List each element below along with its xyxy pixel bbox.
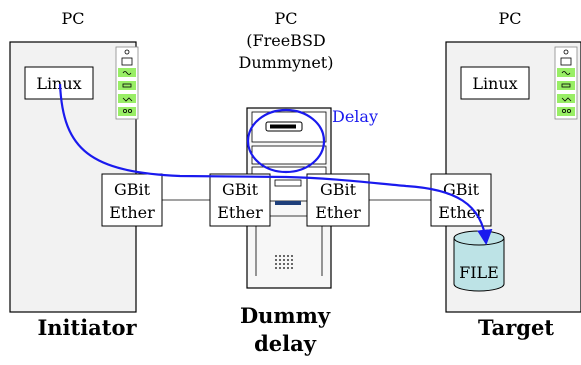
- nic-initiator: GBit Ether: [101, 173, 163, 227]
- dummy-label-line1: Dummy: [240, 303, 331, 328]
- pc-label-dummy-os: (FreeBSD: [246, 31, 325, 50]
- dummy-label-line2: delay: [254, 331, 317, 356]
- pc-label-dummy-software: Dummynet): [239, 53, 334, 72]
- power-led-icon: [275, 201, 301, 205]
- nic-dummy-right-line2: Ether: [315, 203, 361, 222]
- file-label: FILE: [459, 263, 499, 282]
- nic-initiator-line1: GBit: [114, 180, 151, 199]
- nic-dummy-left: GBit Ether: [209, 173, 271, 227]
- nic-dummy-right: GBit Ether: [306, 173, 370, 227]
- pc-label-dummy: PC: [274, 9, 297, 28]
- file-storage-icon: FILE: [453, 230, 505, 292]
- target-indicator-icons: [557, 49, 575, 116]
- nic-dummy-left-line2: Ether: [217, 203, 263, 222]
- initiator-label: Initiator: [37, 315, 137, 340]
- nic-target-line2: Ether: [438, 203, 484, 222]
- target-os-box: [460, 66, 530, 100]
- target-label: Target: [478, 315, 554, 340]
- nic-initiator-line2: Ether: [109, 203, 155, 222]
- initiator-os-box: [24, 66, 94, 100]
- initiator-os-label: Linux: [36, 74, 81, 93]
- pc-label-target: PC: [498, 9, 521, 28]
- delay-loop: [246, 108, 326, 174]
- nic-target-line1: GBit: [443, 180, 480, 199]
- delay-label: Delay: [332, 107, 378, 126]
- initiator-indicator-icons: [118, 49, 136, 116]
- speaker-grille-icon: [275, 255, 293, 269]
- data-flow-path: [58, 83, 493, 246]
- pc-label-initiator: PC: [61, 9, 84, 28]
- target-os-label: Linux: [472, 74, 517, 93]
- nic-dummy-left-line1: GBit: [222, 180, 259, 199]
- floppy-drive-icon: [274, 179, 302, 187]
- nic-dummy-right-line1: GBit: [320, 180, 357, 199]
